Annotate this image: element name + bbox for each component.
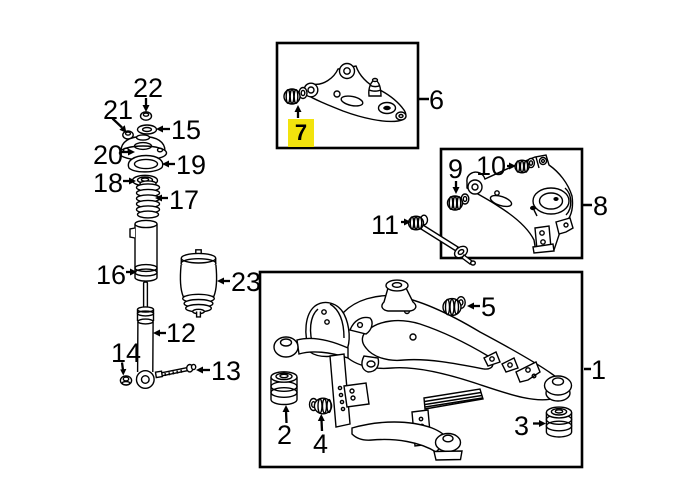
stabilizer-link-drawing xyxy=(407,214,477,266)
part-label-9[interactable]: 9 xyxy=(448,154,464,184)
arrow-to-part-14 xyxy=(120,362,127,376)
arrow-to-part-12 xyxy=(153,329,166,337)
part-label-14[interactable]: 14 xyxy=(111,338,142,368)
callout-arrows xyxy=(111,97,592,432)
arrow-to-part-17 xyxy=(155,194,168,202)
arrow-to-part-22 xyxy=(142,98,150,112)
part-label-17[interactable]: 17 xyxy=(169,185,200,215)
part-label-23[interactable]: 23 xyxy=(231,267,262,297)
part-label-10[interactable]: 10 xyxy=(476,151,507,181)
part-label-19[interactable]: 19 xyxy=(176,150,207,180)
upper-control-arm-drawing xyxy=(283,62,407,123)
lower-arm-bushing-10-drawing xyxy=(514,157,536,174)
arrow-to-part-11 xyxy=(401,218,411,226)
part-label-1[interactable]: 1 xyxy=(591,355,607,385)
part-label-20[interactable]: 20 xyxy=(93,140,124,170)
arrow-to-part-13 xyxy=(196,366,210,374)
part-label-6[interactable]: 6 xyxy=(429,85,445,115)
arrow-to-part-21 xyxy=(111,117,127,133)
part-label-11[interactable]: 11 xyxy=(371,210,400,240)
strut-mount-stack-drawing xyxy=(118,111,218,390)
arrow-to-part-16 xyxy=(126,268,137,276)
subframe-bushing-2-drawing xyxy=(270,371,298,406)
part-label-5[interactable]: 5 xyxy=(481,292,497,322)
part-label-22[interactable]: 22 xyxy=(133,73,164,103)
arrow-to-part-19 xyxy=(162,160,175,168)
lower-arm-bushing-9-drawing xyxy=(446,193,470,211)
arrow-to-part-4 xyxy=(317,414,325,432)
lower-control-arm-drawing xyxy=(446,154,574,254)
detail-boxes xyxy=(258,41,584,469)
arrow-to-part-5 xyxy=(467,302,480,310)
part-label-12[interactable]: 12 xyxy=(166,318,197,348)
arrow-to-part-20 xyxy=(121,148,135,156)
subframe-bushing-3-drawing xyxy=(545,406,573,438)
arrow-to-part-18 xyxy=(123,177,136,185)
part-label-21[interactable]: 21 xyxy=(103,95,134,125)
part-label-18[interactable]: 18 xyxy=(93,168,124,198)
part-label-3[interactable]: 3 xyxy=(514,411,530,441)
subframe-drawing xyxy=(270,279,573,461)
arrow-to-part-23 xyxy=(217,277,230,285)
part-label-16[interactable]: 16 xyxy=(96,260,127,290)
part-label-4[interactable]: 4 xyxy=(313,429,329,459)
arrow-to-part-2 xyxy=(282,405,290,424)
subframe-bushing-5-drawing xyxy=(442,296,466,317)
part-label-15[interactable]: 15 xyxy=(171,115,202,145)
arrow-to-part-15 xyxy=(156,125,170,133)
arrow-to-part-7 xyxy=(294,105,302,118)
arrow-to-part-10 xyxy=(507,162,516,170)
arrow-to-part-9 xyxy=(452,181,460,194)
upper-arm-bushing-7-drawing xyxy=(283,86,308,105)
part-label-7-highlighted[interactable]: 7 xyxy=(288,119,314,147)
part-label-13[interactable]: 13 xyxy=(211,356,242,386)
subframe-bushing-4-drawing xyxy=(308,397,333,415)
arrow-to-part-3 xyxy=(533,420,546,427)
part-label-8[interactable]: 8 xyxy=(593,191,609,221)
part-label-2[interactable]: 2 xyxy=(277,420,293,450)
